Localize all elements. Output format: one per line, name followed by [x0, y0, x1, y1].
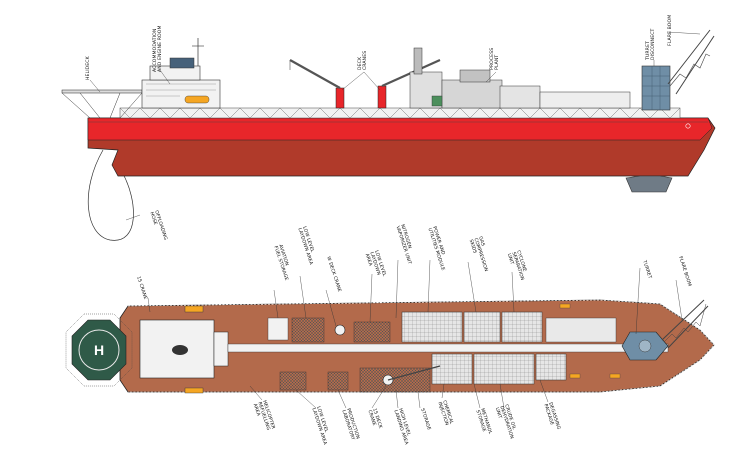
- side-view: [61, 29, 716, 241]
- label-flare-boom-side: FLARE BOOM: [668, 14, 673, 46]
- helideck-plan: H: [65, 313, 133, 387]
- laydown-area-2: [291, 317, 325, 343]
- laydown-area-4: [279, 371, 307, 391]
- chemical-injection-module: [431, 353, 473, 385]
- laydown-area-5: [327, 371, 349, 391]
- label-accommodation-engine-room: ACCOMMODATION AND ENGINE ROOM: [153, 25, 163, 72]
- flare-boom-plan: [661, 299, 709, 349]
- label-deck-cranes: DECK CRANES: [358, 50, 368, 70]
- deck-crane-plan-1: [334, 324, 346, 336]
- process-plant-side: [409, 47, 631, 109]
- laydown-area-1: [267, 317, 289, 341]
- accommodation-block-side: [141, 38, 221, 109]
- turret-plan: [621, 331, 669, 361]
- accommodation-plan: [139, 305, 229, 394]
- flare-boom-side: [667, 29, 715, 95]
- label-process-plant: PROCESS PLANT: [490, 47, 500, 70]
- pipe-rack: [227, 343, 669, 353]
- laydown-area-3: [353, 321, 391, 343]
- crude-oil-dehydration-unit: [473, 353, 535, 385]
- power-utilities-module: [401, 311, 463, 343]
- deck-piping: [119, 107, 681, 119]
- gas-compression-skids: [463, 311, 501, 343]
- cyclone-separation-unit: [501, 311, 543, 343]
- label-turret-disconnect: TURRET DISCONNECT: [646, 28, 656, 60]
- plan-view: H: [65, 299, 715, 394]
- degassing-package: [535, 353, 567, 381]
- process-deck: [545, 317, 617, 343]
- offloading-hose: [87, 149, 134, 241]
- leader-lines: [89, 31, 701, 409]
- hull-side: [87, 117, 716, 177]
- turret-side: [625, 65, 673, 193]
- helideck-mark: H: [94, 342, 104, 358]
- label-helideck: HELIDECK: [86, 56, 91, 80]
- deck-crane-1: [289, 59, 345, 109]
